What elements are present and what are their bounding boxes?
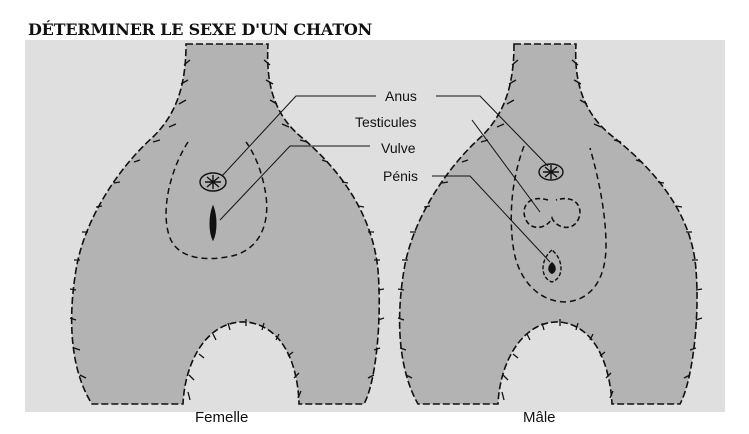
caption-female: Femelle [195,409,248,426]
label-penis: Pénis [380,168,421,184]
female-kitten-illustration [70,44,384,404]
label-vulve: Vulve [378,140,419,156]
caption-male: Mâle [523,409,556,426]
label-testicules: Testicules [352,114,419,130]
female-vulva-mark [210,206,216,240]
male-kitten-illustration [398,44,702,404]
female-body-silhouette [72,44,380,404]
label-anus: Anus [382,88,420,104]
